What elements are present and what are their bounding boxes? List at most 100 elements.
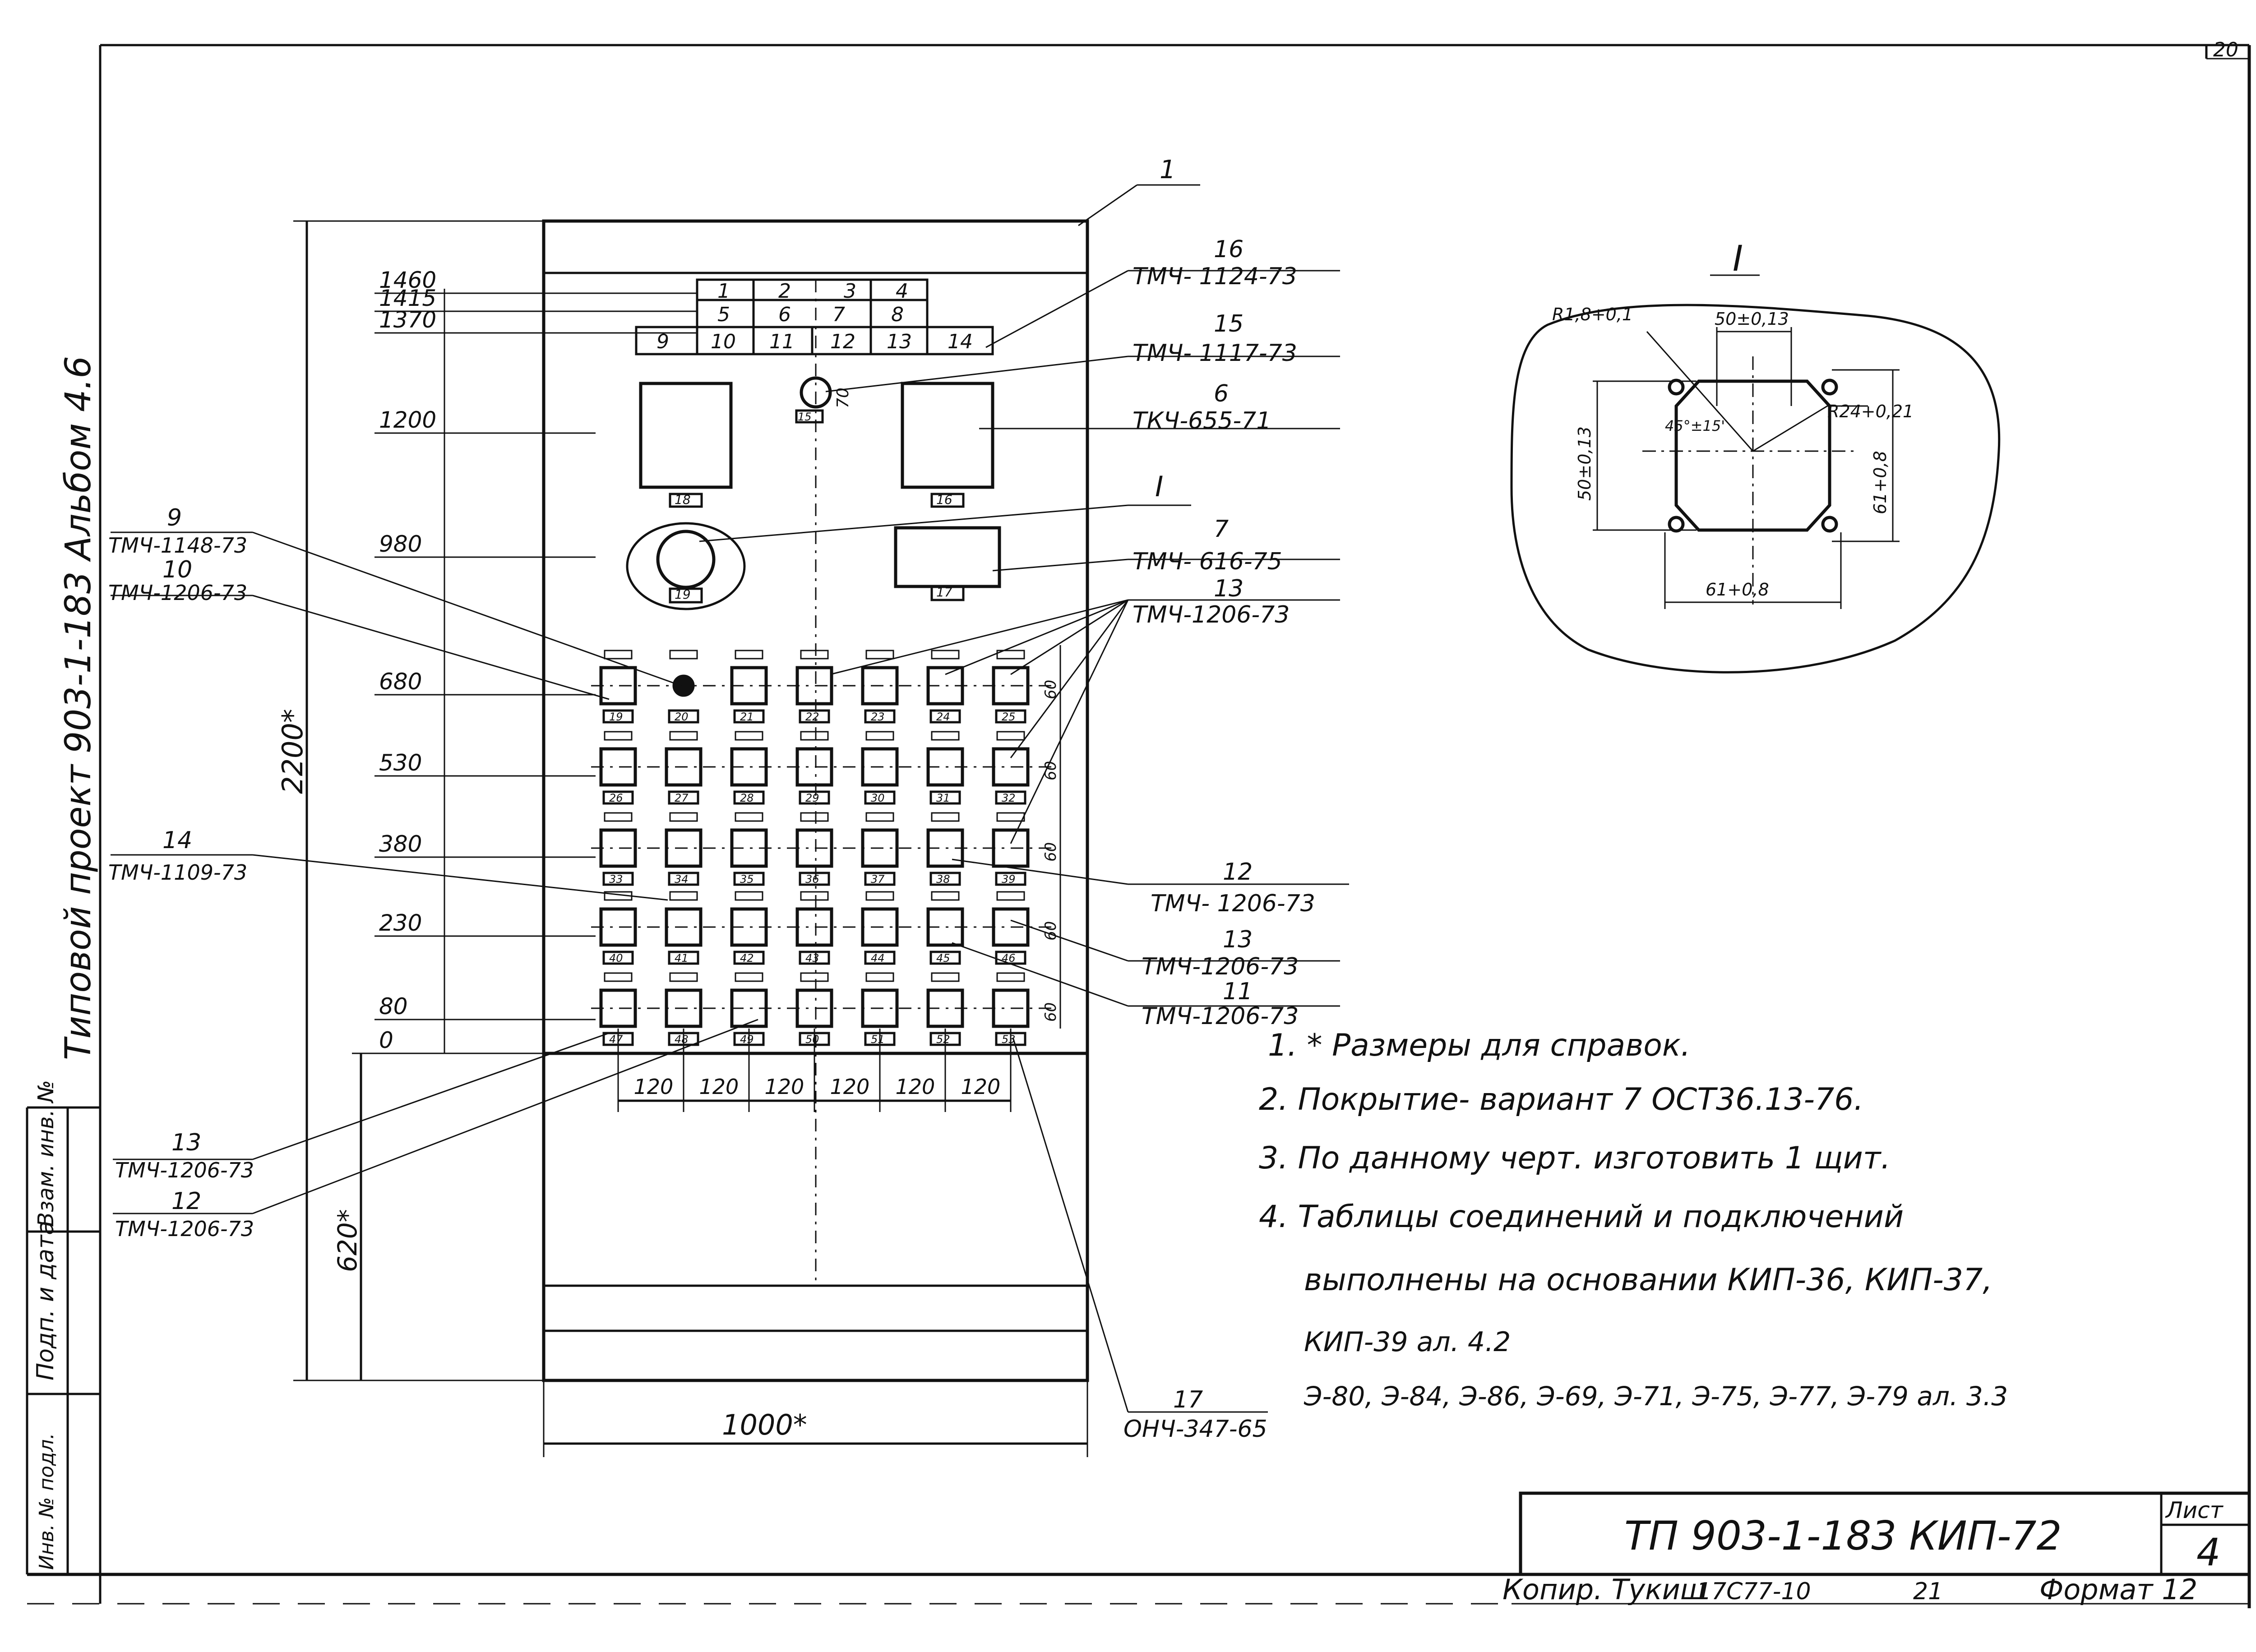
callout-code: ТМЧ- 1206-73 <box>1151 890 1315 917</box>
row-pitch-label: 60 <box>1042 842 1060 862</box>
detail-label: I <box>1733 239 1743 279</box>
callout-labels-left: 9 ТМЧ-1148-73 10 ТМЧ-1206-73 14 ТМЧ-1109… <box>108 504 254 1241</box>
callout-labels-right: 16 ТМЧ- 1124-73 15 ТМЧ- 1117-73 6 ТКЧ-65… <box>1123 236 1315 1443</box>
mounting-strip <box>800 972 829 982</box>
mounting-strip <box>800 891 829 901</box>
panel-outline <box>542 219 1089 1382</box>
bottom-dimension: 620* <box>332 1209 363 1272</box>
instrument-number: 20 <box>675 711 689 723</box>
instrument-number: 42 <box>740 952 754 964</box>
mounting-strip <box>931 812 960 822</box>
callout-1: 1 <box>1160 155 1176 185</box>
dim-right: 61+0,8 <box>1870 451 1890 514</box>
instrument-number: 52 <box>936 1033 950 1046</box>
callout-number: 11 <box>1223 978 1253 1005</box>
copy-extra: 21 <box>1913 1578 1943 1605</box>
detail-view: I <box>1510 239 2001 674</box>
device-tag: 17 <box>936 585 952 600</box>
callout-number: 15 <box>1214 310 1244 337</box>
mounting-strip <box>931 731 960 741</box>
width-dimension: 1000* <box>722 1408 807 1441</box>
row-pitch-label: 60 <box>1042 921 1060 941</box>
instrument-tag <box>929 951 961 965</box>
callout-code: ТКЧ-655-71 <box>1133 407 1271 434</box>
pitch-label: 120 <box>830 1075 870 1099</box>
callout-code: ОНЧ-347-65 <box>1123 1416 1267 1443</box>
callout-number: 7 <box>1214 516 1229 543</box>
note-4: 4. Таблицы соединений и подключений <box>1259 1199 1904 1235</box>
sheet-label: Лист <box>2165 1497 2224 1523</box>
pitch-label: 120 <box>765 1075 804 1099</box>
title-block-title: ТП 903-1-183 КИП-72 <box>1624 1513 2062 1559</box>
dim-radius-large: R24+0,21 <box>1827 401 1914 421</box>
instrument-tag <box>668 951 699 965</box>
instrument-tag <box>602 872 634 886</box>
instrument-tag <box>668 790 699 805</box>
callout-code: ТМЧ-1206-73 <box>1133 601 1290 628</box>
mounting-strip <box>996 891 1025 901</box>
callout-number: 13 <box>1223 926 1253 953</box>
strip-label: 2 <box>778 280 791 303</box>
strip-label: 10 <box>711 330 736 353</box>
instrument-number: 21 <box>740 711 754 723</box>
device-tag: 19 <box>675 587 691 602</box>
callout-number: 17 <box>1173 1386 1203 1413</box>
instrument-number: 34 <box>675 873 689 886</box>
dim-vertical-small: 70 <box>834 388 852 408</box>
strip-label: 4 <box>896 280 908 303</box>
level-mark: 80 <box>379 993 408 1020</box>
instrument-tag <box>864 951 896 965</box>
mounting-strip <box>996 650 1025 660</box>
instrument-number: 43 <box>805 952 819 964</box>
instrument-tag <box>799 951 830 965</box>
instrument-tag <box>864 790 896 805</box>
mounting-strip <box>669 812 698 822</box>
device-tag: 18 <box>675 492 691 507</box>
instrument-number: 41 <box>675 952 689 964</box>
instrument-number: 29 <box>805 792 819 804</box>
mounting-strip <box>604 812 633 822</box>
level-mark: 680 <box>379 669 422 695</box>
title-block <box>1519 1491 2251 1576</box>
instrument-number: 45 <box>936 952 950 964</box>
instrument-tag <box>929 709 961 724</box>
mounting-strip <box>865 731 894 741</box>
level-mark: 0 <box>379 1027 393 1053</box>
callout-code: ТМЧ-1148-73 <box>108 533 247 558</box>
instrument-number: 35 <box>740 873 754 886</box>
dim-left: 50±0,13 <box>1575 426 1595 501</box>
callout-code: ТМЧ- 616-75 <box>1133 548 1282 575</box>
dim-top: 50±0,13 <box>1715 309 1789 329</box>
instrument-number: 40 <box>609 952 623 964</box>
strip-label: 5 <box>717 303 730 326</box>
instrument-number: 39 <box>1002 873 1016 886</box>
instrument-number: 33 <box>609 873 623 886</box>
level-mark: 1200 <box>379 407 436 433</box>
note-2: 2. Покрытие- вариант 7 ОСТ36.13-76. <box>1259 1082 1863 1117</box>
callout-code: ТМЧ-1206-73 <box>115 1158 254 1182</box>
instrument-number: 32 <box>1002 792 1016 804</box>
instrument-number: 44 <box>871 952 885 964</box>
strip-label: 14 <box>948 330 973 353</box>
instrument-number: 22 <box>805 711 819 723</box>
mounting-strip <box>996 972 1025 982</box>
instrument-number: 47 <box>609 1033 623 1046</box>
mounting-strip <box>735 731 763 741</box>
callout-code: ТМЧ- 1117-73 <box>1133 340 1297 367</box>
callout-code: ТМЧ- 1124-73 <box>1133 263 1297 290</box>
callout-code: ТМЧ-1206-73 <box>1142 953 1299 980</box>
instrument-number: 28 <box>740 792 754 804</box>
instrument-tag <box>602 790 634 805</box>
callout-code: ТМЧ-1206-73 <box>1142 1003 1299 1030</box>
mounting-strip <box>735 972 763 982</box>
level-mark: 380 <box>379 831 422 857</box>
callout-number: 6 <box>1214 380 1229 407</box>
mounting-strip <box>735 891 763 901</box>
instrument-tag <box>733 951 765 965</box>
row-pitch-label: 60 <box>1042 761 1060 780</box>
instrument-number: 26 <box>609 792 623 804</box>
instrument-tag <box>602 709 634 724</box>
level-mark: 530 <box>379 750 422 776</box>
